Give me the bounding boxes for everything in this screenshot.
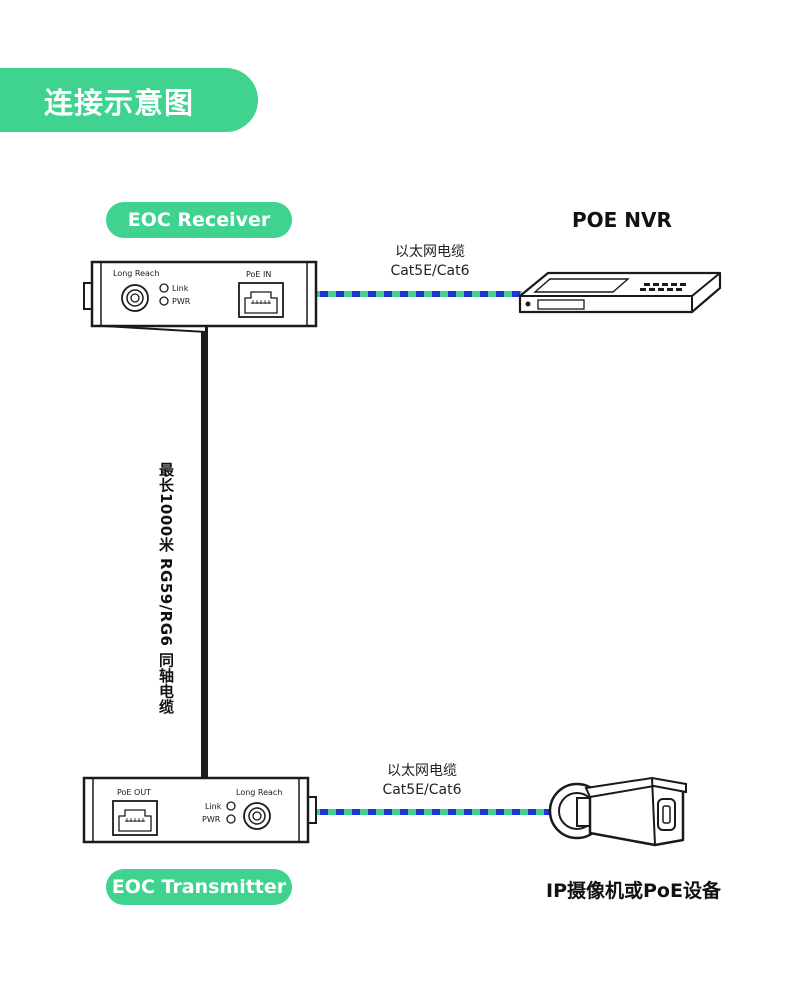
bnc-connector-icon [121, 284, 149, 312]
transmitter-long-reach-label: Long Reach [236, 788, 282, 797]
pwr-led-icon [226, 814, 236, 824]
link-led-icon [226, 801, 236, 811]
receiver-pwr-label: PWR [172, 297, 191, 306]
nvr-title: POE NVR [572, 208, 672, 232]
transmitter-pwr-label: PWR [202, 815, 221, 824]
link-led-icon [159, 283, 169, 293]
coax-cable [201, 327, 208, 782]
page-title: 连接示意图 [44, 86, 195, 120]
bnc-connector-icon [243, 802, 271, 830]
receiver-link-label: Link [172, 284, 189, 293]
cable-top-line1: 以太网电缆 [395, 244, 465, 260]
camera-title: IP摄像机或PoE设备 [546, 880, 721, 902]
receiver-poe-port-label: PoE IN [246, 270, 271, 279]
receiver-long-reach-label: Long Reach [113, 269, 159, 278]
cable-label-bottom: 以太网电缆 Cat5E/Cat6 [362, 762, 482, 800]
rj45-port-icon [112, 800, 158, 836]
receiver-device [83, 260, 318, 334]
rj45-port-icon [238, 282, 284, 318]
title-banner [0, 68, 258, 132]
receiver-badge: EOC Receiver [106, 202, 292, 238]
ethernet-cable-bottom [312, 809, 550, 815]
transmitter-device [82, 776, 317, 844]
pwr-led-icon [159, 296, 169, 306]
transmitter-link-label: Link [205, 802, 222, 811]
nvr-icon [518, 271, 722, 314]
coax-label: 最长1000米 RG59/RG6 同轴电缆 [157, 462, 175, 715]
camera-icon [548, 776, 687, 847]
transmitter-poe-port-label: PoE OUT [117, 788, 151, 797]
cable-label-top: 以太网电缆 Cat5E/Cat6 [370, 243, 490, 281]
cable-bottom-line1: 以太网电缆 [387, 763, 457, 779]
ethernet-cable-top [314, 291, 522, 297]
cable-top-line2: Cat5E/Cat6 [390, 263, 470, 279]
transmitter-badge: EOC Transmitter [106, 869, 292, 905]
cable-bottom-line2: Cat5E/Cat6 [382, 782, 462, 798]
